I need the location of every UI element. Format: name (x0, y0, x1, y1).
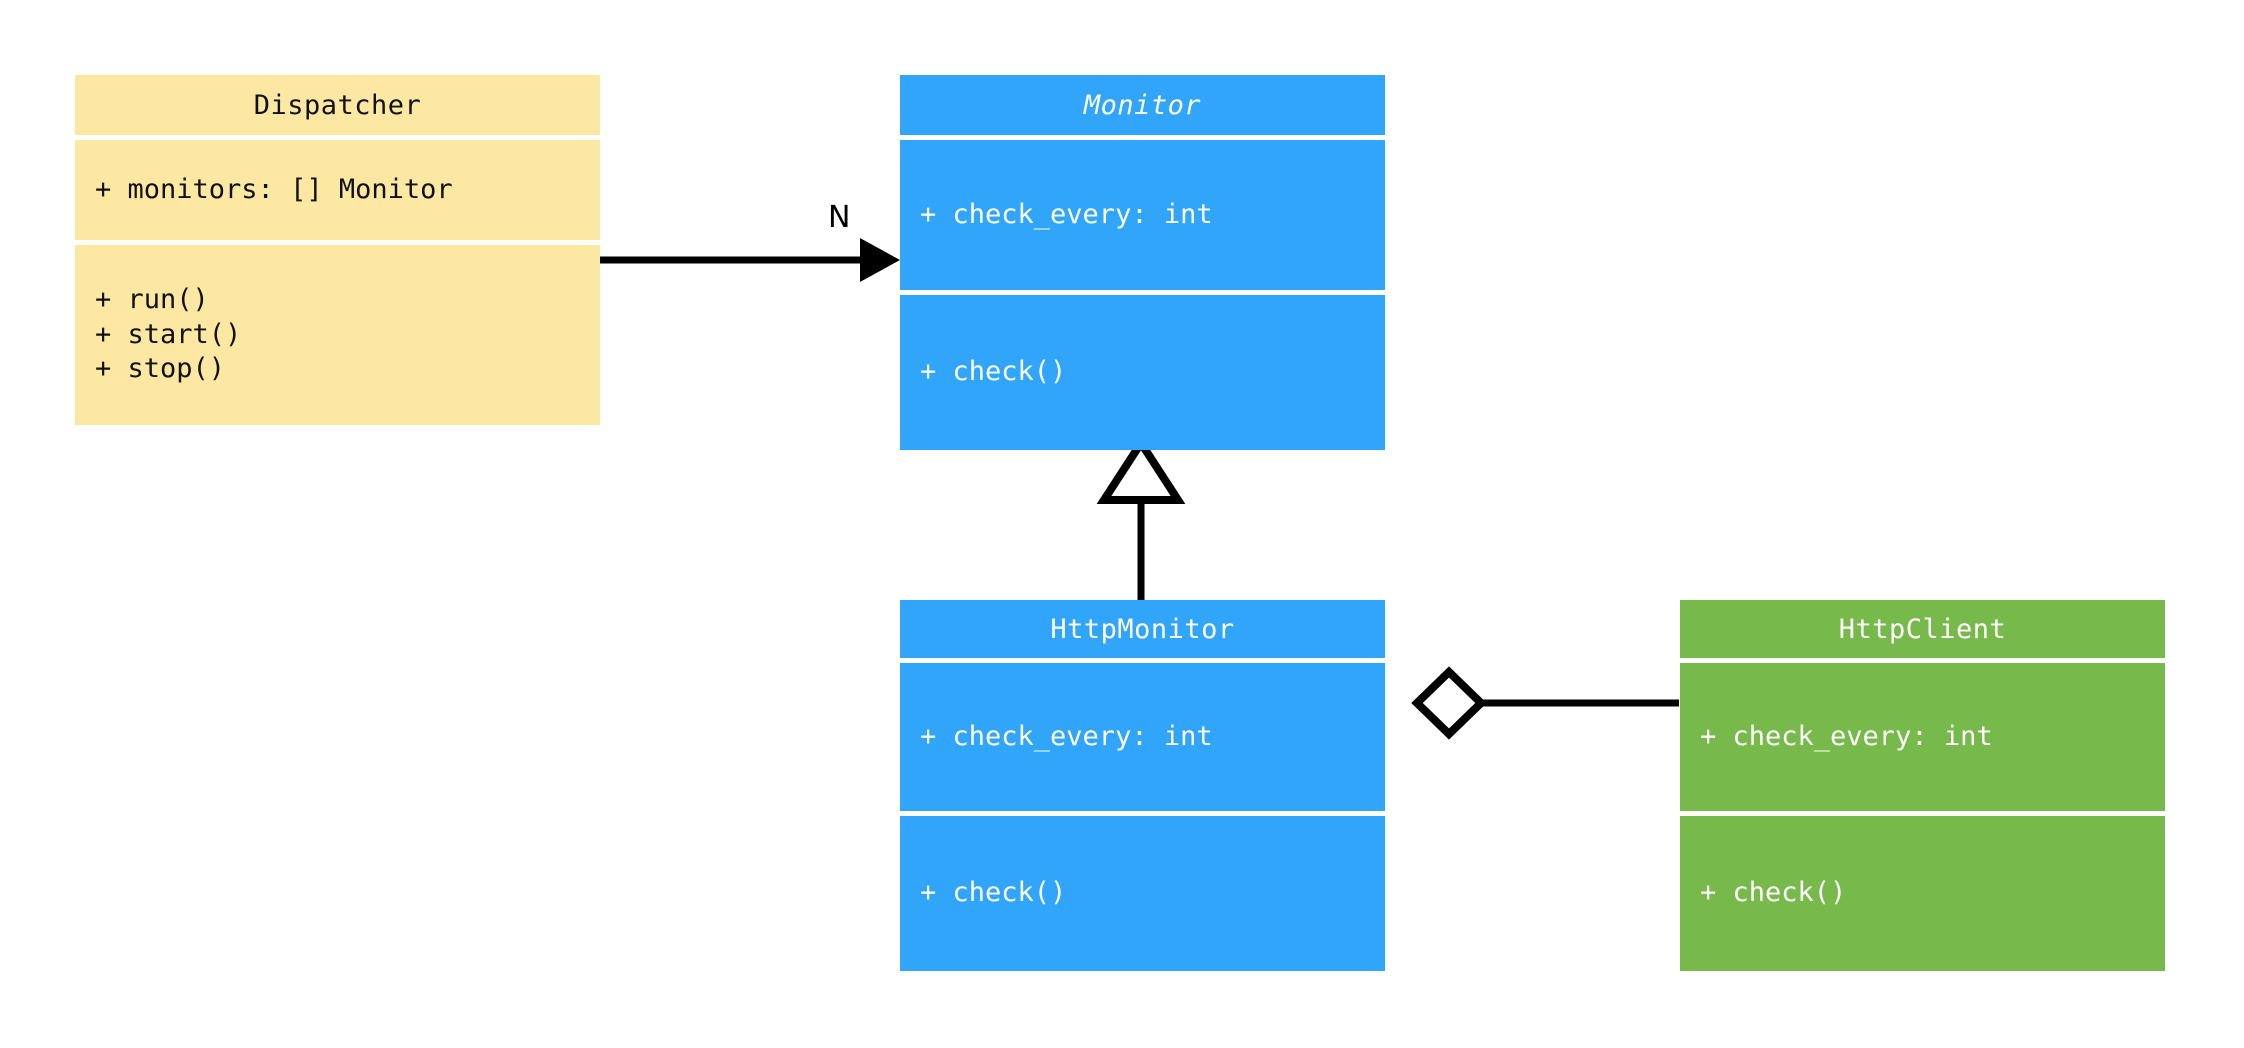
class-box-monitor[interactable]: Monitor + check_every: int + check() (900, 75, 1385, 450)
method-row: + check() (920, 877, 1067, 909)
class-title-http-monitor: HttpMonitor (900, 600, 1385, 658)
edge-dispatcher-to-monitor (600, 238, 900, 282)
class-box-dispatcher[interactable]: Dispatcher + monitors: [] Monitor + run(… (75, 75, 600, 425)
edge-httpmonitor-to-httpclient (1411, 666, 1679, 740)
class-box-http-monitor[interactable]: HttpMonitor + check_every: int + check() (900, 600, 1385, 971)
edge-httpmonitor-to-monitor (1096, 435, 1186, 600)
attribute-row: + monitors: [] Monitor (95, 173, 453, 205)
attribute-row: + check_every: int (920, 198, 1213, 230)
class-methods-dispatcher: + run() + start() + stop() (75, 245, 600, 425)
method-row: + stop() (95, 353, 226, 385)
class-methods-http-client: + check() (1680, 816, 2165, 971)
class-attributes-monitor: + check_every: int (900, 140, 1385, 290)
class-attributes-dispatcher: + monitors: [] Monitor (75, 140, 600, 240)
method-row: + check() (1700, 877, 1847, 909)
method-row: + start() (95, 318, 242, 350)
class-attributes-http-client: + check_every: int (1680, 663, 2165, 811)
class-attributes-http-monitor: + check_every: int (900, 663, 1385, 811)
class-methods-http-monitor: + check() (900, 816, 1385, 971)
class-title-http-client: HttpClient (1680, 600, 2165, 658)
method-row: + run() (95, 284, 209, 316)
class-title-monitor: Monitor (900, 75, 1385, 135)
association-multiplicity-label: N (828, 200, 851, 235)
class-methods-monitor: + check() (900, 295, 1385, 450)
method-row: + check() (920, 356, 1067, 388)
attribute-row: + check_every: int (920, 720, 1213, 752)
attribute-row: + check_every: int (1700, 720, 1993, 752)
class-title-dispatcher: Dispatcher (75, 75, 600, 135)
class-box-http-client[interactable]: HttpClient + check_every: int + check() (1680, 600, 2165, 971)
